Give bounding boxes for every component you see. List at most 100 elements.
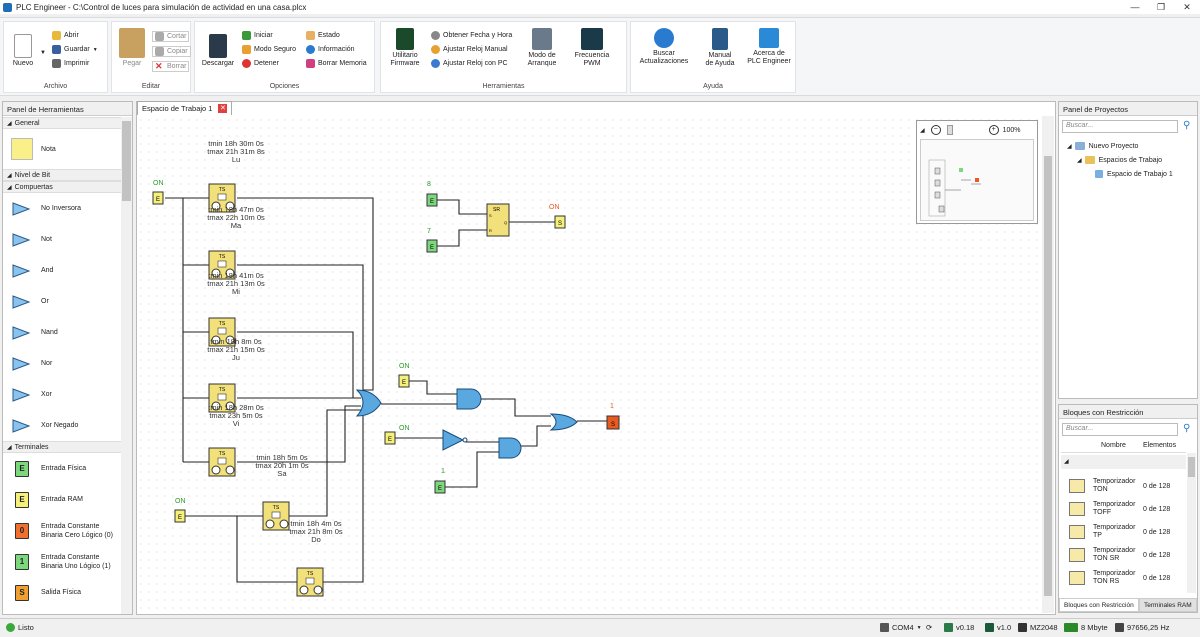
section-terminales[interactable]: ◢Terminales [3,441,121,453]
collapse-icon[interactable]: ◢ [920,127,925,134]
tool-gate-0[interactable]: No Inversora [3,193,121,224]
tree-item-project[interactable]: ◢Nuevo Proyecto [1067,142,1139,150]
cortar-button[interactable]: Cortar [152,31,190,42]
section-general[interactable]: ◢General [3,117,121,129]
tool-gate-6[interactable]: Xor [3,379,121,410]
chevron-down-icon[interactable]: ▼ [40,50,46,56]
ajustar-pc-button[interactable]: Ajustar Reloj con PC [431,59,508,68]
ram-input-terminal[interactable] [398,374,410,388]
tab-bloques-restriccion[interactable]: Bloques con Restricción [1059,598,1139,612]
search-icon[interactable]: ⚲ [1183,120,1191,131]
borrar-memoria-button[interactable]: Borrar Memoria [306,59,367,68]
scroll-thumb[interactable] [122,121,131,201]
close-tab-icon[interactable]: ✕ [218,104,228,113]
and-gate[interactable] [456,388,482,410]
tool-gate-4[interactable]: Nand [3,317,121,348]
close-button[interactable]: ✕ [1183,2,1191,12]
search-icon[interactable]: ⚲ [1183,423,1191,434]
column-elementos[interactable]: Elementos [1143,442,1177,449]
blocks-group-row[interactable]: ◢ [1061,455,1186,469]
tab-espacio-trabajo-1[interactable]: Espacio de Trabajo 1✕ [137,101,233,115]
tool-nota[interactable]: Nota [3,129,121,169]
tool-gate-5[interactable]: Nor [3,348,121,379]
zoom-in-icon[interactable]: + [988,125,999,135]
descargar-button[interactable]: Descargar [199,34,237,68]
ram-input-terminal[interactable] [174,509,186,523]
diagram-canvas[interactable]: SR S R Q E ON E ON E ON E ON E 1 E 8 E 7… [137,116,1042,613]
obtener-fecha-button[interactable]: Obtener Fecha y Hora [431,31,512,40]
blocks-scrollbar[interactable] [1187,453,1196,593]
abrir-button[interactable]: Abrir [52,31,79,40]
informacion-button[interactable]: Información [306,45,355,54]
minimize-button[interactable]: — [1130,2,1140,12]
sr-block[interactable] [486,203,510,237]
section-nivel-bit[interactable]: ◢Nivel de Bit [3,169,121,181]
pegar-button[interactable]: Pegar [115,28,149,68]
ram-output-terminal[interactable] [554,215,566,229]
tool-gate-3[interactable]: Or [3,286,121,317]
estado-button[interactable]: Estado [306,31,340,40]
ram-input-terminal[interactable] [384,431,396,445]
refresh-icon[interactable]: ⟳ [926,623,933,632]
borrar-button[interactable]: ✕Borrar [152,61,190,72]
tool-gate-1[interactable]: Not [3,224,121,255]
zoom-slider[interactable] [946,125,953,135]
tree-item-workspaces[interactable]: ◢Espacios de Trabajo [1077,156,1163,164]
tab-terminales-ram[interactable]: Terminales RAM [1139,598,1197,612]
copiar-button[interactable]: Copiar [152,46,191,57]
tools-scrollbar[interactable] [121,117,132,614]
or-gate[interactable] [355,389,382,417]
modo-seguro-button[interactable]: Modo Seguro [242,45,296,54]
projects-search-input[interactable]: Buscar... [1062,120,1178,133]
zoom-out-icon[interactable]: − [930,125,941,135]
iniciar-button[interactable]: Iniciar [242,31,273,40]
physical-input-terminal[interactable] [426,193,438,207]
blocks-search-input[interactable]: Buscar... [1062,423,1178,436]
tree-item-workspace-1[interactable]: Espacio de Trabajo 1 [1095,170,1173,178]
physical-input-terminal[interactable] [426,239,438,253]
canvas-scrollbar[interactable] [1042,116,1054,613]
maximize-button[interactable]: ❐ [1156,2,1166,12]
detener-button[interactable]: Detener [242,59,279,68]
ajustar-manual-button[interactable]: Ajustar Reloj Manual [431,45,508,54]
tool-gate-2[interactable]: And [3,255,121,286]
section-compuertas[interactable]: ◢Compuertas [3,181,121,193]
physical-output-terminal[interactable] [606,415,620,430]
guardar-button[interactable]: Guardar▼ [52,45,98,54]
or-gate[interactable] [549,413,578,431]
not-gate[interactable] [442,429,465,451]
status-com-port[interactable]: COM4▼ [880,623,922,632]
scroll-thumb[interactable] [1188,457,1195,477]
column-nombre[interactable]: Nombre [1101,442,1126,449]
ram-input-terminal[interactable] [152,191,164,205]
nuevo-button[interactable]: Nuevo [8,34,38,68]
physical-input-terminal[interactable] [434,480,446,494]
minimap-view[interactable] [920,139,1034,221]
scroll-thumb[interactable] [1044,156,1052,596]
and-gate[interactable] [498,437,522,459]
imprimir-button[interactable]: Imprimir [52,59,89,68]
